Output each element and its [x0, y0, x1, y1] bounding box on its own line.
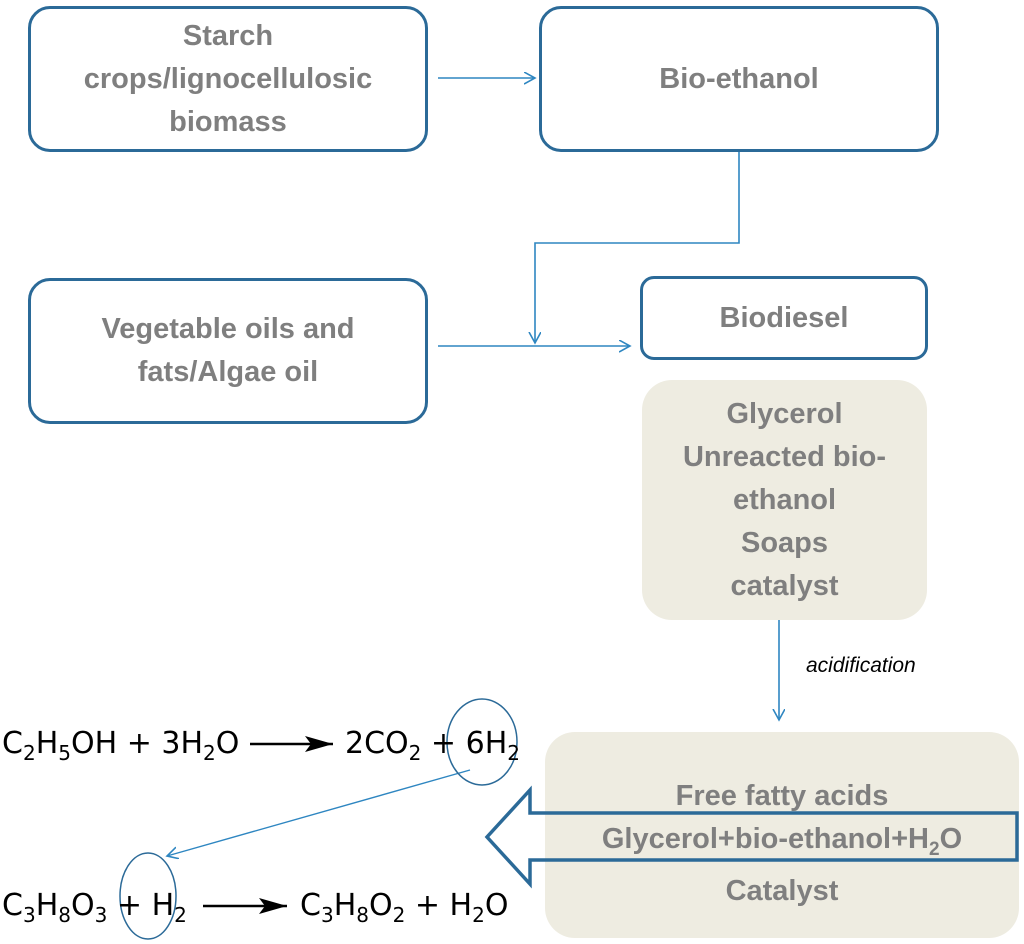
- acids-line-3: Catalyst: [725, 875, 839, 908]
- big-arrow-outline: [484, 785, 1019, 889]
- acids-line-2-sub: 2: [929, 838, 940, 860]
- eq2-c-sub: 3: [22, 903, 36, 927]
- equation-1-products: 2CO2 + 6H2: [345, 726, 520, 765]
- eq1-h-sub: 5: [58, 741, 71, 765]
- acids-box: Free fatty acids Glycerol+bio-ethanol+H2…: [545, 732, 1019, 938]
- equation-2: C3H8O3 + H2: [2, 888, 187, 927]
- eq2-h-sub: 8: [58, 903, 71, 927]
- byproduct-unreacted: Unreacted bio-: [682, 440, 887, 473]
- eq1-o: O: [215, 726, 240, 761]
- acids-line-2-post: O: [939, 822, 963, 855]
- arrow-hydrogen-transfer: [167, 769, 471, 856]
- bioethanol-label: Bio-ethanol: [659, 62, 819, 95]
- byproduct-soaps: Soaps: [740, 526, 829, 559]
- starch-line-3: biomass: [169, 105, 287, 138]
- highlight-circle-6h2: [446, 698, 518, 786]
- eq2-water: + H: [405, 888, 473, 923]
- starch-box: Starch crops/lignocellulosic biomass: [28, 6, 428, 152]
- eq1-oh: OH + 3H: [70, 726, 204, 761]
- eq2-water-sub: 2: [472, 903, 485, 927]
- eq2-h2-sub: 2: [174, 903, 187, 927]
- equation-2-products: C3H8O2 + H2O: [300, 888, 509, 927]
- highlight-circle-h2: [119, 852, 177, 940]
- eq2-pc-sub: 3: [320, 903, 334, 927]
- byproduct-glycerol: Glycerol: [726, 397, 843, 430]
- arrow-bioethanol-to-biodiesel: [535, 150, 740, 343]
- starch-line-1: Starch: [182, 19, 274, 52]
- acids-line-2: Glycerol+bio-ethanol+H2O: [602, 818, 962, 871]
- biodiesel-label: Biodiesel: [719, 302, 849, 334]
- eq2-ph: H: [333, 888, 357, 923]
- eq1-co2-sub: 2: [408, 741, 422, 765]
- eq2-ph-sub: 8: [356, 903, 369, 927]
- biodiesel-box: Biodiesel: [640, 276, 928, 360]
- vegoil-line-1: Vegetable oils and: [101, 313, 355, 345]
- equation-1: C2H5OH + 3H2O: [2, 726, 240, 765]
- eq2-h2: H: [151, 888, 175, 923]
- eq2-plus: +: [107, 888, 152, 923]
- eq2-po-sub: 2: [392, 903, 406, 927]
- eq2-c: C: [2, 888, 23, 923]
- vegoil-line-2: fats/Algae oil: [137, 356, 319, 388]
- eq2-pc: C: [300, 888, 321, 923]
- eq2-h: H: [35, 888, 59, 923]
- eq2-o: O: [70, 888, 95, 923]
- eq1-h2-sub: 2: [507, 741, 520, 765]
- vegoil-box: Vegetable oils and fats/Algae oil: [28, 278, 428, 424]
- acidification-label: acidification: [806, 654, 916, 677]
- acids-line-2-pre: Glycerol+bio-ethanol+H: [601, 822, 929, 855]
- bioethanol-box: Bio-ethanol: [539, 6, 939, 152]
- eq1-w-sub: 2: [203, 741, 216, 765]
- eq1-plus: +: [421, 726, 466, 761]
- eq1-h: H: [35, 726, 59, 761]
- eq2-o-sub: 3: [94, 903, 108, 927]
- byproduct-catalyst: catalyst: [730, 569, 839, 602]
- eq1-c: C: [2, 726, 23, 761]
- eq1-h2: 6H: [465, 726, 508, 761]
- eq2-po: O: [368, 888, 393, 923]
- byproduct-ethanol: ethanol: [732, 483, 837, 516]
- acids-line-1: Free fatty acids: [675, 779, 889, 812]
- eq1-c-sub: 2: [22, 741, 36, 765]
- eq2-water-o: O: [484, 888, 509, 923]
- byproducts-box: Glycerol Unreacted bio- ethanol Soaps ca…: [642, 380, 927, 620]
- starch-line-2: crops/lignocellulosic: [83, 62, 373, 95]
- eq1-co2: 2CO: [345, 726, 409, 761]
